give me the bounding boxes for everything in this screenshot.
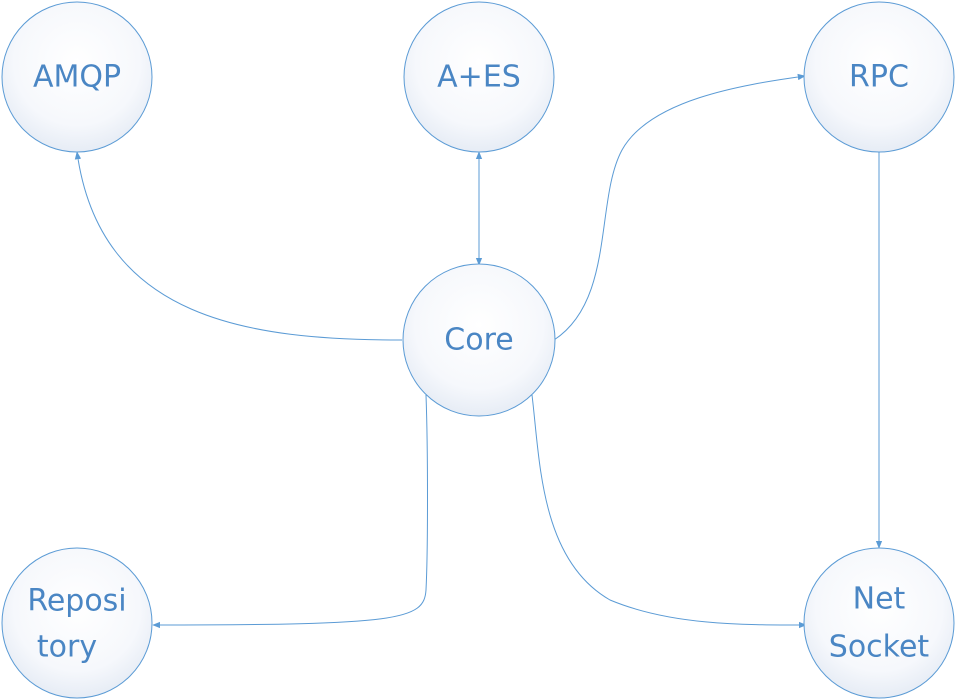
node-amqp: AMQP bbox=[1, 1, 153, 153]
edge-core-to-amqp bbox=[74, 151, 403, 341]
node-netsocket-label-line2: Socket bbox=[829, 630, 930, 665]
node-core-label: Core bbox=[444, 323, 513, 358]
edge-core-to-repository bbox=[152, 394, 428, 629]
node-netsocket-label-line1: Net bbox=[853, 582, 906, 617]
edge-core-to-netsocket bbox=[531, 394, 807, 629]
node-repository-label-line1: Reposi bbox=[27, 584, 126, 619]
node-rpc-label: RPC bbox=[849, 60, 909, 95]
node-repository-label-line2: tory bbox=[37, 630, 97, 665]
edge-core-to-rpc bbox=[553, 73, 806, 341]
node-aes-label: A+ES bbox=[437, 60, 521, 95]
node-netsocket: Net Socket bbox=[803, 547, 955, 699]
node-repository: Reposi tory bbox=[1, 547, 153, 699]
node-core: Core bbox=[402, 263, 556, 417]
node-aes: A+ES bbox=[403, 1, 555, 153]
node-rpc: RPC bbox=[803, 1, 955, 153]
node-amqp-label: AMQP bbox=[33, 60, 121, 95]
